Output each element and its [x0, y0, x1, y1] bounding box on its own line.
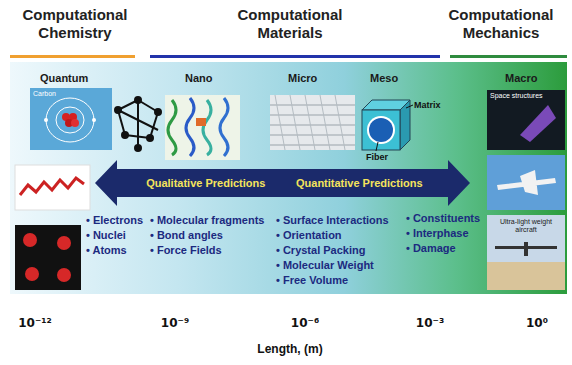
micro-image [270, 95, 355, 150]
scale-name: Quantum [40, 72, 88, 85]
bullet-item: • Orientation [276, 229, 342, 242]
arrow-text: Quantitative Predictions [296, 177, 423, 190]
bullet-item: • Force Fields [150, 244, 222, 257]
fiber-cube [362, 100, 413, 151]
image-caption: Carbon [33, 90, 56, 98]
bullet-item: • Molecular Weight [276, 259, 374, 272]
bullet-item: • Molecular fragments [150, 214, 265, 227]
bullet-item: • Free Volume [276, 274, 348, 287]
bullet-item: • Nuclei [86, 229, 126, 242]
scale-name: Nano [185, 72, 213, 85]
bullet-item: • Atoms [86, 244, 127, 257]
bullet-item: • Crystal Packing [276, 244, 365, 257]
bullet-item: • Electrons [86, 214, 143, 227]
scale-name: Meso [370, 72, 398, 85]
axis-tick: 10⁻¹² [5, 316, 65, 330]
image-caption: Ultra-light weight aircraft [489, 218, 563, 234]
nano-image [165, 95, 240, 160]
axis-tick: 10⁻⁶ [275, 316, 335, 330]
bullet-item: • Damage [406, 242, 456, 255]
bullet-item: • Surface Interactions [276, 214, 389, 227]
scale-name: Macro [505, 72, 537, 85]
axis-tick: 10⁻⁹ [145, 316, 205, 330]
part-name: Matrix [414, 100, 441, 110]
mechanics-bar [450, 55, 567, 58]
bullet-item: • Constituents [406, 212, 480, 225]
bullet-item: • Bond angles [150, 229, 223, 242]
chemistry-bar [10, 55, 135, 58]
scale-name: Micro [288, 72, 317, 85]
section-heading: Computational Mechanics [437, 6, 565, 42]
axis-title: Length, (m) [230, 342, 350, 356]
image-caption: Space structures [490, 92, 543, 100]
left-images [15, 165, 90, 290]
prediction-arrow: Qualitative Predictions Quantitative Pred… [95, 160, 470, 206]
scale-panel [10, 62, 567, 294]
bullet-item: • Interphase [406, 227, 469, 240]
arrow-text: Qualitative Predictions [146, 177, 265, 190]
macro-photos [487, 90, 565, 290]
axis-tick: 10⁰ [512, 316, 562, 330]
molecule-icon [115, 97, 161, 151]
part-name: Fiber [366, 152, 388, 162]
axis-tick: 10⁻³ [400, 316, 460, 330]
arrow-body [95, 160, 470, 206]
materials-bar [150, 55, 440, 58]
quantum-image [30, 88, 112, 150]
section-heading: Computational Materials [225, 6, 355, 42]
section-heading: Computational Chemistry [10, 6, 140, 42]
